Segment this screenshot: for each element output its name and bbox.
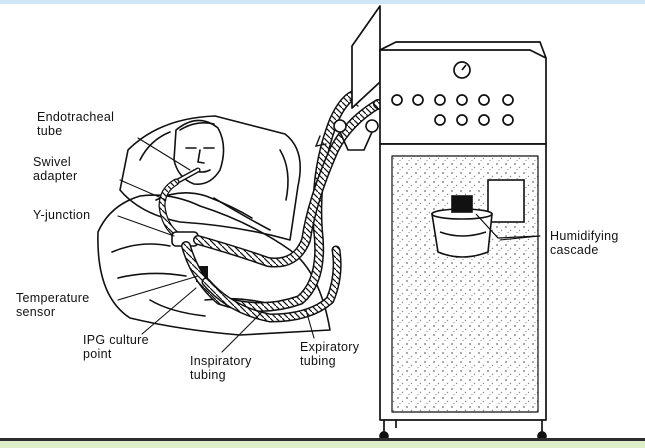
label-humidifying-cascade: Humidifying cascade [550,229,619,257]
label-temperature-sensor: Temperature sensor [16,291,89,319]
monitor-panel [352,6,380,108]
patient-head [174,120,224,184]
bottom-band [0,441,645,448]
leader-inspiratory-tubing [222,312,262,352]
label-expiratory-tubing: Expiratory tubing [300,340,359,368]
leader-ipg-culture-point [142,288,196,334]
label-inspiratory-tubing: Inspiratory tubing [190,354,252,382]
label-endotracheal-tube: Endotracheal tube [37,110,114,138]
label-y-junction: Y-junction [33,208,90,222]
label-ipg-culture-point: IPG culture point [83,333,149,361]
label-swivel-adapter: Swivel adapter [33,155,78,183]
